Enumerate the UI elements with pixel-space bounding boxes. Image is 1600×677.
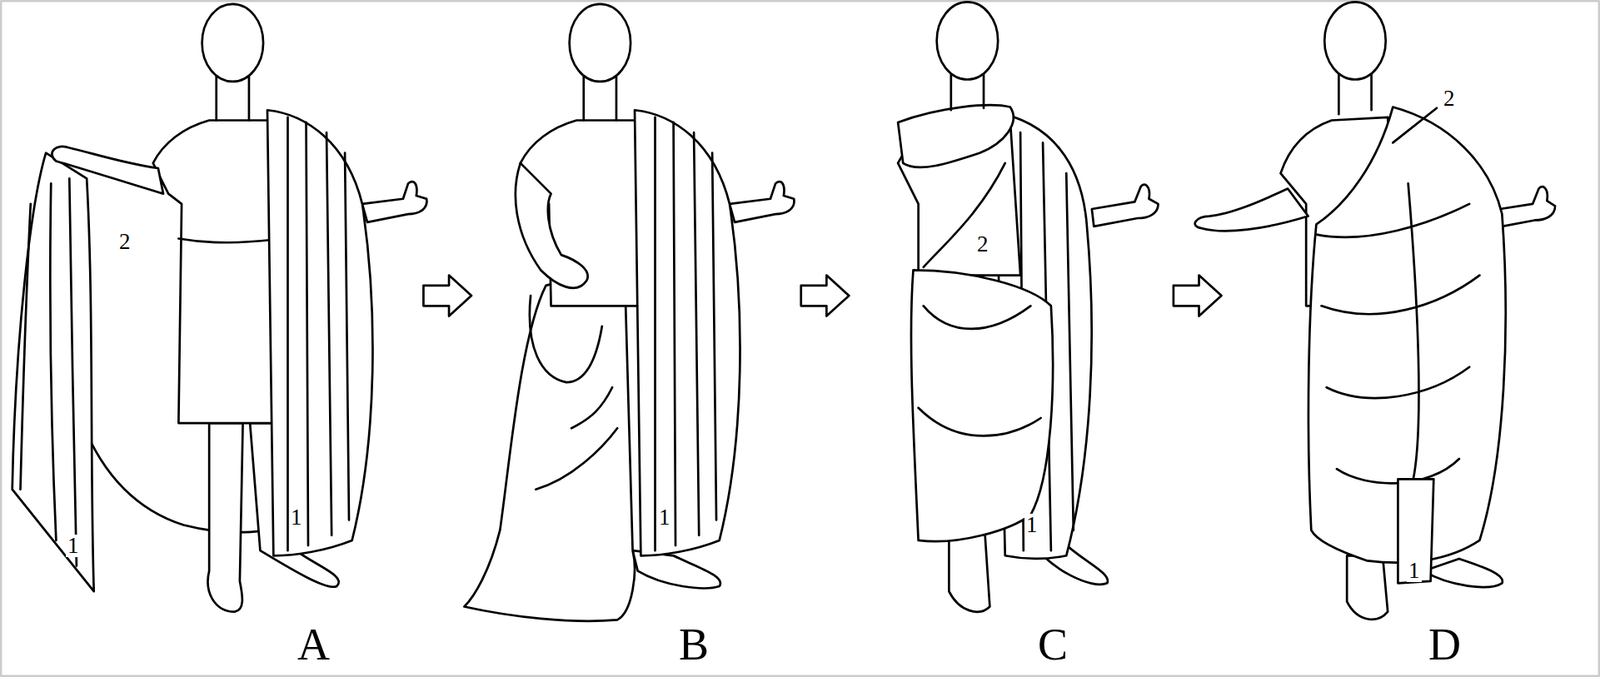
callout-number: 2	[1441, 87, 1457, 110]
callout-number: 2	[117, 230, 133, 254]
leader-line	[1392, 108, 1437, 144]
step-arrow	[1173, 275, 1222, 317]
step-arrow	[801, 275, 850, 317]
panel-letter: B	[678, 622, 709, 668]
callout-number: 1	[289, 506, 305, 529]
step-arrow	[423, 275, 472, 317]
callout-number: 1	[1406, 559, 1422, 583]
callout-number: 1	[657, 506, 673, 529]
figure-d	[1195, 1, 1556, 619]
callout-number: 1	[1024, 513, 1040, 537]
panel-letter: D	[1428, 622, 1461, 668]
callout-number: 2	[975, 233, 991, 256]
figure-c	[897, 1, 1158, 612]
figure-a	[12, 4, 428, 613]
figure-b	[463, 4, 794, 622]
panel-letter: A	[297, 622, 330, 668]
callout-number: 1	[65, 534, 81, 558]
panel-letter: C	[1037, 622, 1068, 668]
